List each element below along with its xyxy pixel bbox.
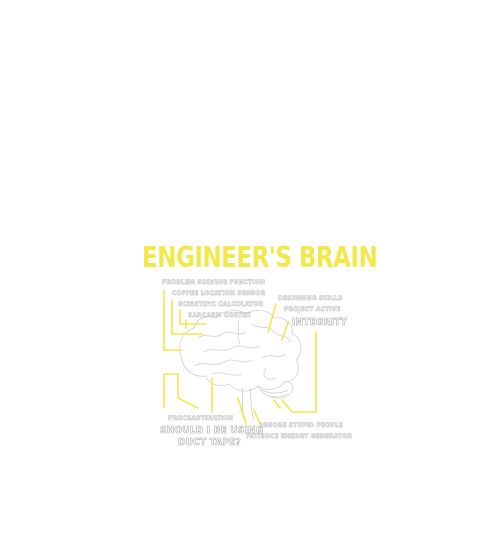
- poster-title: ENGINEER'S BRAIN: [142, 242, 378, 275]
- brain-illustration: [163, 289, 317, 425]
- label-problem-solving: PROBLEM SOLVING FUNCTION: [162, 278, 265, 286]
- label-patience-generator: PATIENCE ENERGY GENERATOR: [246, 432, 353, 440]
- label-procrastination: PROCRASTINATION: [168, 414, 234, 422]
- label-integrity: INTEGRITY: [292, 317, 348, 329]
- connector-lines: [163, 289, 317, 425]
- label-ignore-stupid-people: IGNORE STUPID PEOPLE: [260, 421, 343, 429]
- label-duct-tape: DUCT TAPE?: [178, 437, 241, 449]
- label-coffee-sensor: COFFEE LOCATION SENSOR: [172, 289, 266, 297]
- label-designing-skills: DESIGNING SKILLS: [278, 294, 343, 302]
- label-project-active: PROJECT ACTIVE: [284, 305, 341, 313]
- label-calculator: SCIENTIFIC CALCULATOR: [178, 300, 264, 308]
- engineers-brain-artwork: ENGINEER'S BRAIN PROBLEM SOLVING FUNCTIO…: [142, 228, 378, 464]
- label-should-i-be-using: SHOULD I BE USING: [160, 425, 264, 437]
- label-sarcasm-cortex: SARCASM CORTEX: [188, 311, 251, 319]
